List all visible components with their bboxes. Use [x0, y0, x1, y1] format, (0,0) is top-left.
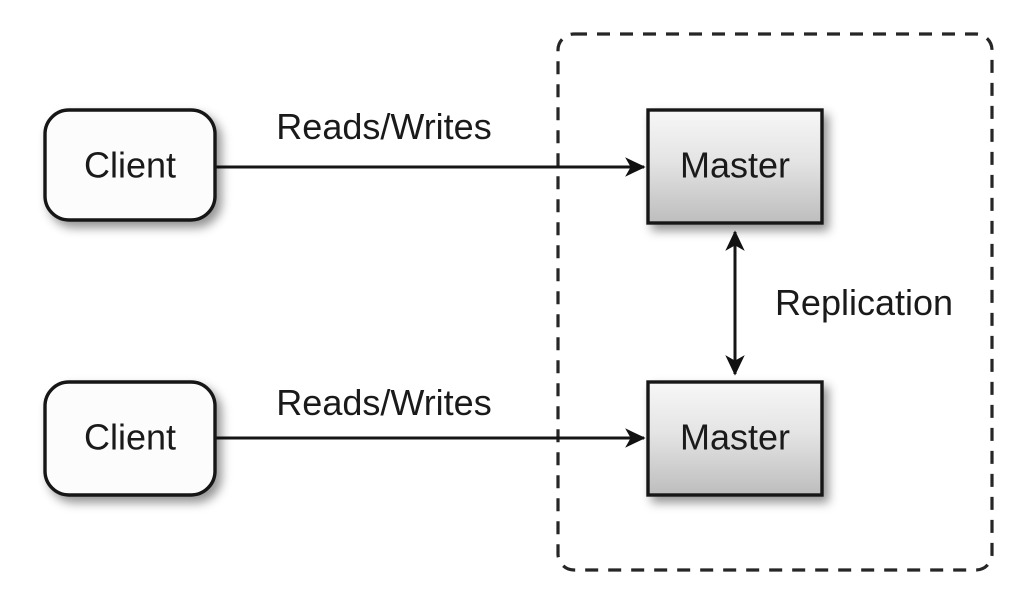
client-bottom-shape — [43, 380, 217, 497]
client-top-shape — [43, 108, 217, 222]
client-bottom-label: Client — [84, 417, 176, 458]
master-bottom-shape — [646, 380, 824, 497]
edge-reads-writes-top: Reads/Writes — [215, 106, 646, 177]
node-client-bottom[interactable] — [43, 380, 217, 497]
edge-label-reads-writes-bottom: Reads/Writes — [276, 382, 491, 423]
master-bottom-label: Master — [680, 417, 790, 458]
master-top-label: Master — [680, 145, 790, 186]
node-master-bottom[interactable] — [646, 380, 824, 497]
edge-reads-writes-bottom: Reads/Writes — [215, 382, 646, 448]
replication-group-boundary — [556, 32, 994, 572]
edge-replication: Replication — [725, 230, 953, 376]
node-client-top[interactable] — [43, 108, 217, 222]
edge-label-reads-writes-top: Reads/Writes — [276, 106, 491, 147]
node-master-top[interactable] — [646, 108, 824, 225]
client-top-label: Client — [84, 145, 176, 186]
edge-label-replication: Replication — [775, 282, 953, 323]
master-top-shape — [646, 108, 824, 225]
